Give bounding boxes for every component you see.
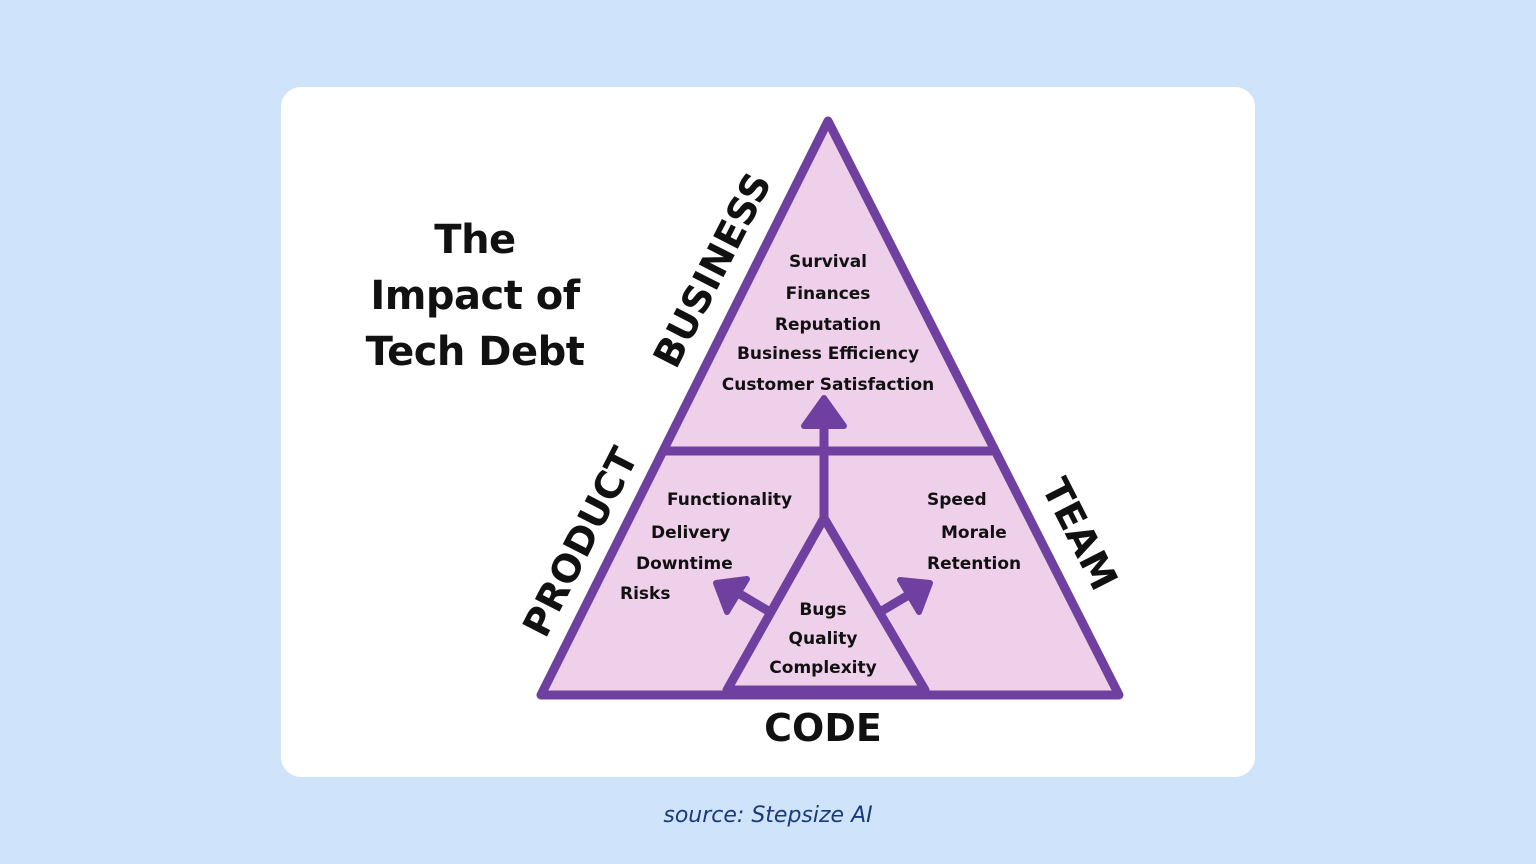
code-item: Quality [789,629,858,649]
code-items: Bugs Quality Complexity [769,600,876,678]
team-item: Retention [927,554,1021,574]
diagram-title: The Impact of Tech Debt [340,212,610,380]
business-item: Business Efficiency [737,344,919,364]
product-arrow-shaft [735,589,773,616]
title-line-2: Impact of [370,273,580,319]
product-item: Delivery [651,523,730,543]
team-item: Speed [927,490,987,510]
source-caption: source: Stepsize AI [663,803,873,828]
title-line-3: Tech Debt [365,329,585,375]
product-item: Downtime [636,554,733,574]
team-items: Speed Morale Retention [927,490,1021,574]
up-arrow-icon [801,395,847,429]
team-arrow-icon [897,577,933,615]
product-arrow-icon [713,576,750,615]
team-item: Morale [941,523,1007,543]
code-triangle [722,513,930,695]
business-item: Survival [789,252,867,272]
code-item: Bugs [799,600,846,620]
business-item: Customer Satisfaction [722,375,935,395]
product-item: Risks [620,584,670,604]
product-item: Functionality [667,490,792,510]
code-label: CODE [764,706,882,750]
product-items: Functionality Delivery Downtime Risks [620,490,792,604]
business-items: Survival Finances Reputation Business Ef… [722,252,935,395]
title-line-1: The [434,217,516,263]
code-item: Complexity [769,658,876,678]
business-item: Finances [786,284,871,304]
business-item: Reputation [775,315,881,335]
